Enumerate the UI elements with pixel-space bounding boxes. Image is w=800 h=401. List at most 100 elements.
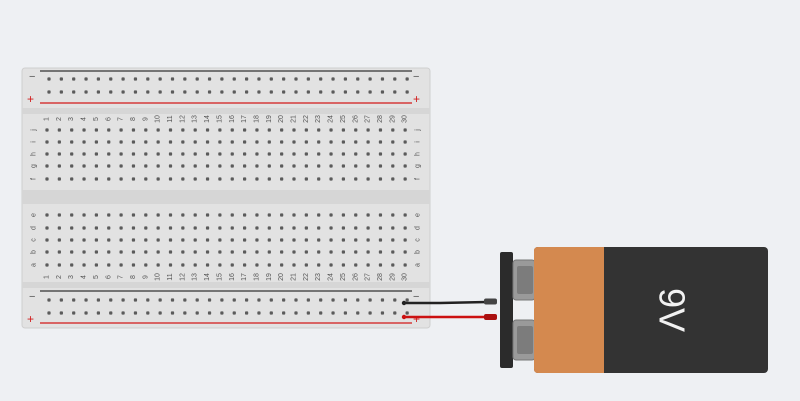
- terminal-hole[interactable]: [329, 164, 333, 168]
- bottom-rail-positive-hole[interactable]: [183, 311, 187, 315]
- terminal-hole[interactable]: [168, 226, 173, 230]
- terminal-hole[interactable]: [267, 238, 271, 242]
- top-rail-negative-hole[interactable]: [331, 77, 335, 81]
- terminal-hole[interactable]: [354, 250, 358, 254]
- terminal-hole[interactable]: [341, 213, 345, 217]
- bottom-rail-positive-hole[interactable]: [72, 311, 76, 315]
- top-rail-positive-hole[interactable]: [109, 90, 113, 94]
- top-rail-negative-hole[interactable]: [109, 77, 113, 81]
- terminal-hole[interactable]: [218, 263, 222, 267]
- top-rail-negative-hole[interactable]: [195, 77, 199, 81]
- terminal-hole[interactable]: [341, 152, 345, 156]
- terminal-hole[interactable]: [70, 177, 74, 181]
- bottom-rail-positive-hole[interactable]: [96, 311, 100, 315]
- terminal-hole[interactable]: [341, 263, 345, 267]
- terminal-hole[interactable]: [119, 152, 123, 156]
- terminal-hole[interactable]: [218, 177, 222, 181]
- terminal-hole[interactable]: [45, 164, 49, 168]
- terminal-hole[interactable]: [107, 250, 111, 254]
- terminal-hole[interactable]: [205, 213, 210, 217]
- top-rail-positive-hole[interactable]: [195, 90, 199, 94]
- terminal-hole[interactable]: [230, 213, 234, 217]
- terminal-hole[interactable]: [45, 140, 49, 144]
- terminal-hole[interactable]: [267, 164, 271, 168]
- terminal-hole[interactable]: [205, 263, 210, 267]
- top-rail-negative-hole[interactable]: [393, 77, 397, 81]
- terminal-hole[interactable]: [45, 177, 49, 181]
- terminal-hole[interactable]: [267, 226, 271, 230]
- terminal-hole[interactable]: [341, 238, 345, 242]
- bottom-rail-negative-hole[interactable]: [158, 298, 162, 302]
- terminal-hole[interactable]: [193, 177, 197, 181]
- bottom-rail-positive-hole[interactable]: [319, 311, 323, 315]
- terminal-hole[interactable]: [70, 263, 74, 267]
- terminal-hole[interactable]: [354, 226, 358, 230]
- terminal-hole[interactable]: [292, 250, 296, 254]
- terminal-hole[interactable]: [230, 152, 234, 156]
- top-rail-positive-hole[interactable]: [183, 90, 187, 94]
- terminal-hole[interactable]: [94, 250, 98, 254]
- terminal-hole[interactable]: [304, 263, 308, 267]
- bottom-rail-positive-hole[interactable]: [368, 311, 372, 315]
- top-rail-positive-hole[interactable]: [207, 90, 212, 94]
- terminal-hole[interactable]: [107, 263, 111, 267]
- terminal-hole[interactable]: [378, 140, 383, 144]
- terminal-hole[interactable]: [366, 128, 370, 132]
- terminal-hole[interactable]: [57, 250, 61, 254]
- terminal-hole[interactable]: [205, 226, 210, 230]
- bottom-rail-positive-hole[interactable]: [59, 311, 63, 315]
- terminal-hole[interactable]: [94, 263, 98, 267]
- terminal-hole[interactable]: [255, 238, 259, 242]
- terminal-hole[interactable]: [280, 213, 284, 217]
- bottom-rail-negative-hole[interactable]: [380, 298, 385, 302]
- terminal-hole[interactable]: [255, 213, 259, 217]
- terminal-hole[interactable]: [280, 226, 284, 230]
- terminal-hole[interactable]: [70, 213, 74, 217]
- terminal-hole[interactable]: [280, 164, 284, 168]
- terminal-hole[interactable]: [267, 177, 271, 181]
- terminal-hole[interactable]: [156, 128, 160, 132]
- top-rail-negative-hole[interactable]: [405, 77, 409, 81]
- terminal-hole[interactable]: [107, 238, 111, 242]
- terminal-hole[interactable]: [317, 238, 321, 242]
- terminal-hole[interactable]: [378, 177, 383, 181]
- terminal-hole[interactable]: [82, 250, 86, 254]
- terminal-hole[interactable]: [45, 152, 49, 156]
- terminal-hole[interactable]: [45, 213, 49, 217]
- terminal-hole[interactable]: [329, 140, 333, 144]
- terminal-hole[interactable]: [329, 226, 333, 230]
- terminal-hole[interactable]: [354, 177, 358, 181]
- terminal-hole[interactable]: [131, 263, 136, 267]
- terminal-hole[interactable]: [218, 238, 222, 242]
- terminal-hole[interactable]: [82, 226, 86, 230]
- terminal-hole[interactable]: [230, 140, 234, 144]
- bottom-rail-positive-hole[interactable]: [232, 311, 236, 315]
- bottom-rail-positive-hole[interactable]: [343, 311, 347, 315]
- terminal-hole[interactable]: [94, 128, 98, 132]
- terminal-hole[interactable]: [304, 152, 308, 156]
- terminal-hole[interactable]: [329, 213, 333, 217]
- terminal-hole[interactable]: [144, 250, 148, 254]
- bottom-rail-positive-hole[interactable]: [170, 311, 175, 315]
- terminal-hole[interactable]: [280, 263, 284, 267]
- terminal-hole[interactable]: [193, 164, 197, 168]
- terminal-hole[interactable]: [193, 226, 197, 230]
- terminal-hole[interactable]: [168, 238, 173, 242]
- terminal-hole[interactable]: [57, 238, 61, 242]
- terminal-hole[interactable]: [131, 177, 136, 181]
- terminal-hole[interactable]: [144, 226, 148, 230]
- terminal-hole[interactable]: [230, 177, 234, 181]
- bottom-rail-negative-hole[interactable]: [133, 298, 138, 302]
- terminal-hole[interactable]: [280, 128, 284, 132]
- terminal-hole[interactable]: [378, 263, 383, 267]
- top-rail-negative-hole[interactable]: [343, 77, 347, 81]
- terminal-hole[interactable]: [94, 152, 98, 156]
- terminal-hole[interactable]: [280, 250, 284, 254]
- terminal-hole[interactable]: [391, 128, 395, 132]
- bottom-rail-positive-hole[interactable]: [356, 311, 360, 315]
- terminal-hole[interactable]: [354, 128, 358, 132]
- terminal-hole[interactable]: [391, 177, 395, 181]
- bottom-rail-positive-hole[interactable]: [146, 311, 150, 315]
- terminal-hole[interactable]: [280, 140, 284, 144]
